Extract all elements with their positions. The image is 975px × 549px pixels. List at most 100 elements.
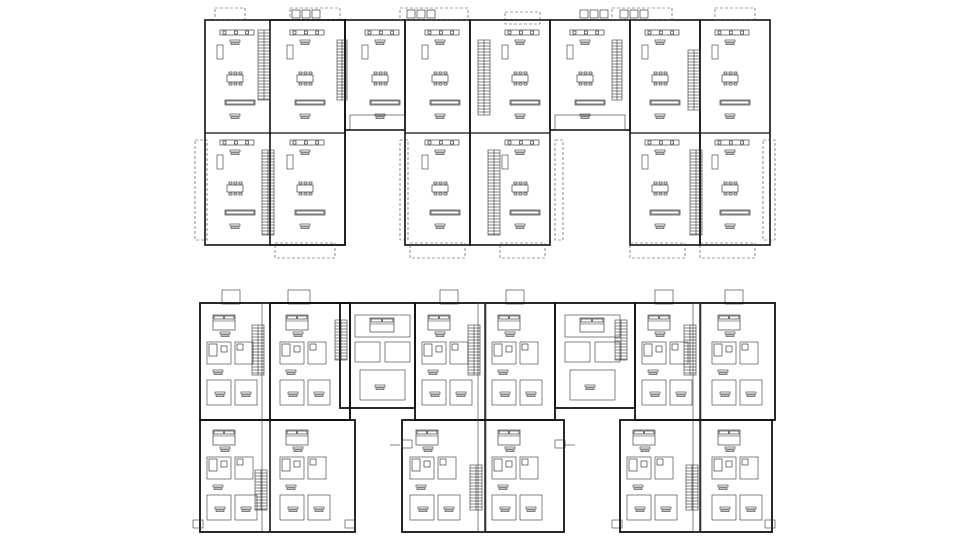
closet	[286, 44, 294, 60]
sink	[741, 458, 749, 466]
room-tag	[724, 149, 736, 155]
room-tag	[654, 149, 666, 155]
room-tag	[745, 391, 757, 397]
dining-table	[226, 71, 244, 86]
sink	[309, 458, 317, 466]
closet	[216, 44, 224, 60]
hvac-unit	[311, 9, 321, 19]
bathroom	[449, 341, 469, 365]
room-tag	[724, 446, 736, 452]
porch	[699, 242, 756, 259]
kitchen-counter	[504, 29, 540, 36]
room-tag	[287, 506, 299, 512]
closet	[501, 154, 509, 170]
bedroom	[354, 314, 411, 338]
bedroom	[626, 494, 652, 521]
hvac-unit	[639, 9, 649, 19]
room-tag	[724, 113, 736, 119]
stoop	[344, 519, 356, 529]
bay-window	[349, 114, 406, 131]
room-tag	[214, 506, 226, 512]
unit-outline	[199, 419, 356, 533]
bathroom	[669, 341, 689, 365]
bedroom	[279, 494, 305, 521]
bathroom	[354, 341, 381, 363]
stair	[687, 49, 701, 111]
room-tag	[299, 113, 311, 119]
dining-table	[721, 181, 739, 196]
room-tag	[299, 39, 311, 45]
sofa	[369, 99, 401, 106]
toilet	[220, 345, 228, 353]
sofa	[429, 209, 461, 216]
bathroom	[711, 456, 737, 480]
bedroom	[711, 494, 737, 521]
kitchen-counter	[289, 139, 325, 146]
sofa	[509, 99, 541, 106]
sofa	[224, 209, 256, 216]
kitchen-counter	[424, 139, 460, 146]
dining-table	[431, 71, 449, 86]
bedroom	[519, 494, 543, 521]
bed	[632, 429, 656, 446]
room-tag	[724, 39, 736, 45]
bedroom	[739, 379, 763, 406]
bedroom	[279, 379, 305, 406]
bed	[579, 317, 605, 333]
sink	[521, 343, 529, 351]
bathroom	[437, 456, 457, 480]
room-tag	[579, 113, 591, 119]
bay-window	[554, 114, 626, 131]
stoop	[192, 519, 204, 529]
bathroom	[206, 456, 232, 480]
unit-outline	[269, 302, 351, 421]
sofa	[649, 99, 681, 106]
sofa	[429, 99, 461, 106]
room-tag	[634, 506, 646, 512]
kitchen-counter	[424, 29, 460, 36]
room-tag	[434, 149, 446, 155]
bathroom	[641, 341, 667, 365]
room-tag	[287, 391, 299, 397]
bathroom	[711, 341, 737, 365]
room-tag	[717, 484, 729, 490]
closet	[641, 154, 649, 170]
bedroom	[234, 494, 258, 521]
room-tag	[497, 484, 509, 490]
hvac-unit	[406, 9, 416, 19]
room-tag	[660, 506, 672, 512]
bedroom	[409, 494, 435, 521]
room-tag	[443, 506, 455, 512]
room-tag	[415, 484, 427, 490]
stair	[251, 324, 265, 376]
bedroom	[564, 314, 621, 338]
bathtub	[208, 343, 218, 357]
room-tag	[299, 149, 311, 155]
toilet	[293, 345, 301, 353]
balcony	[611, 7, 673, 21]
bedroom	[449, 379, 473, 406]
room-tag	[212, 369, 224, 375]
stair	[336, 39, 348, 101]
room-tag	[229, 39, 241, 45]
room-tag	[285, 369, 297, 375]
hvac-unit	[589, 9, 599, 19]
sink	[521, 458, 529, 466]
bathtub	[423, 343, 433, 357]
closet	[711, 154, 719, 170]
stair	[477, 39, 491, 116]
balcony	[505, 289, 525, 305]
closet	[216, 154, 224, 170]
room-tag	[632, 484, 644, 490]
closet	[361, 44, 369, 60]
room-tag	[719, 391, 731, 397]
kitchen-counter	[364, 29, 400, 36]
balcony	[221, 289, 241, 305]
stair	[334, 319, 348, 361]
room-tag	[745, 506, 757, 512]
balcony	[289, 7, 341, 21]
bathroom	[279, 456, 305, 480]
dining-table	[511, 71, 529, 86]
dining-table	[651, 181, 669, 196]
